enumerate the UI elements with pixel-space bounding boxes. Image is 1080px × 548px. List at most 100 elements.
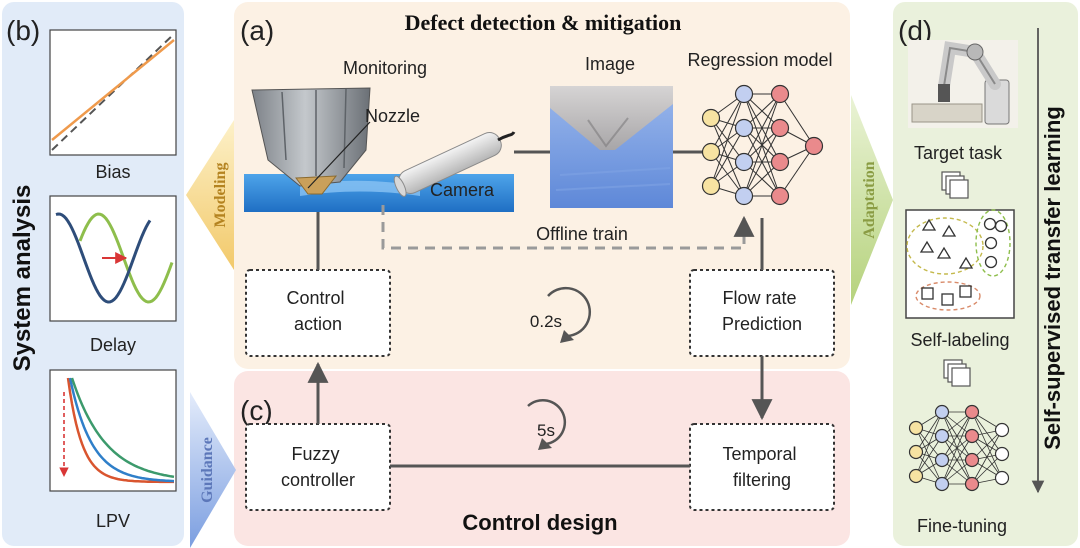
network-node: [770, 118, 790, 138]
network-edge: [941, 411, 973, 485]
offline-train-path: [381, 205, 755, 250]
lpv-plot: [49, 369, 177, 492]
network-edge: [915, 411, 943, 477]
network-node: [770, 152, 790, 172]
guidance-arrow: [190, 392, 236, 548]
flow-rate-box: [689, 269, 835, 357]
network-edge: [710, 93, 745, 187]
fuzzy-controller-line-2: controller: [281, 470, 355, 490]
monitoring-label: Monitoring: [343, 58, 427, 78]
network-node: [701, 108, 721, 128]
delay-wave-navy: [55, 212, 152, 304]
fine-tuning-label: Fine-tuning: [917, 516, 1007, 536]
stack-icon-2: [943, 359, 971, 387]
bias-plot: [49, 29, 177, 156]
control-action-box: [245, 269, 391, 357]
network-edge: [743, 127, 781, 197]
fuzzy-controller-label: Fuzzy controller: [281, 444, 355, 490]
flow-rate-label: Flow rate Prediction: [722, 288, 802, 334]
network-edge: [743, 93, 781, 197]
network-node: [701, 142, 721, 162]
bias-label: Bias: [95, 162, 130, 182]
network-edge: [710, 127, 745, 187]
regression-network: [701, 84, 824, 206]
network-node: [734, 152, 754, 172]
network-node: [770, 84, 790, 104]
network-node: [964, 476, 980, 492]
lpv-label: LPV: [96, 511, 130, 531]
network-edge: [779, 93, 815, 147]
lpv-curve-green: [70, 377, 175, 479]
cycle-0-2s-icon: [547, 286, 592, 343]
flow-rate-line-2: Prediction: [722, 314, 802, 334]
control-action-line-2: action: [294, 314, 342, 334]
network-edge: [941, 435, 973, 485]
target-task-label: Target task: [914, 143, 1003, 163]
temporal-filtering-line-1: Temporal: [722, 444, 796, 464]
lpv-curve-red: [66, 377, 174, 484]
panel-b-letter: (b): [6, 15, 40, 46]
panel-c-letter: (c): [240, 395, 273, 426]
control-action-line-1: Control: [286, 288, 344, 308]
network-edge: [915, 435, 943, 477]
nozzle-pointer: [307, 121, 371, 189]
temporal-filtering-box: [689, 423, 835, 511]
cycle-5s-label: 5s: [537, 421, 555, 440]
network-node: [934, 476, 950, 492]
network-node: [934, 428, 950, 444]
self-labeling-clusters: [905, 209, 1015, 319]
network-node: [734, 118, 754, 138]
network-node: [734, 186, 754, 206]
camera-icon: [393, 131, 516, 197]
temporal-filtering-line-2: filtering: [733, 470, 791, 490]
network-edge: [743, 93, 781, 163]
temporal-filtering-label: Temporal filtering: [722, 444, 801, 490]
camera-label: Camera: [430, 180, 495, 200]
self-labeling-label: Self-labeling: [910, 330, 1009, 350]
print-bed: [244, 174, 514, 212]
network-node: [701, 176, 721, 196]
robot-arm-icon: [908, 40, 1018, 128]
panel-b-vertical-title: System analysis: [9, 185, 36, 372]
modeling-arrow: [186, 120, 234, 270]
cycle-0-2s-label: 0.2s: [530, 312, 562, 331]
adaptation-arrow: [851, 95, 893, 305]
bias-reference-line: [51, 33, 175, 151]
network-node: [908, 468, 924, 484]
network-node: [734, 84, 754, 104]
network-node: [804, 136, 824, 156]
deposited-filament: [300, 180, 420, 196]
regression-model-label: Regression model: [687, 50, 832, 70]
network-edge: [915, 411, 943, 453]
network-edge: [779, 145, 815, 197]
modeling-label: Modeling: [212, 163, 229, 228]
panel-a-letter: (a): [240, 15, 274, 46]
nozzle-icon: [251, 87, 371, 195]
delay-label: Delay: [90, 335, 136, 355]
lpv-curve-blue: [68, 377, 175, 483]
delay-wave-green: [78, 212, 174, 304]
network-node: [908, 444, 924, 460]
network-node: [964, 404, 980, 420]
captured-image: [550, 86, 673, 208]
control-action-label: Control action: [286, 288, 349, 334]
fuzzy-controller-line-1: Fuzzy: [291, 444, 339, 464]
panel-c-title: Control design: [462, 510, 617, 535]
image-label: Image: [585, 54, 635, 74]
adaptation-label: Adaptation: [861, 161, 878, 238]
network-node: [934, 404, 950, 420]
flow-rate-line-1: Flow rate: [722, 288, 796, 308]
panel-a-title: Defect detection & mitigation: [405, 10, 682, 35]
fine-tuning-network: [908, 404, 1010, 492]
network-node: [994, 422, 1010, 438]
network-node: [994, 470, 1010, 486]
network-edge: [941, 411, 973, 461]
guidance-label: Guidance: [199, 437, 216, 503]
offline-train-label: Offline train: [536, 224, 628, 244]
bias-curve: [51, 39, 175, 141]
network-node: [964, 452, 980, 468]
panel-d-vertical-title: Self-supervised transfer learning: [1040, 106, 1065, 450]
network-edge: [971, 429, 1003, 485]
network-node: [908, 420, 924, 436]
delay-plot: [49, 195, 177, 322]
